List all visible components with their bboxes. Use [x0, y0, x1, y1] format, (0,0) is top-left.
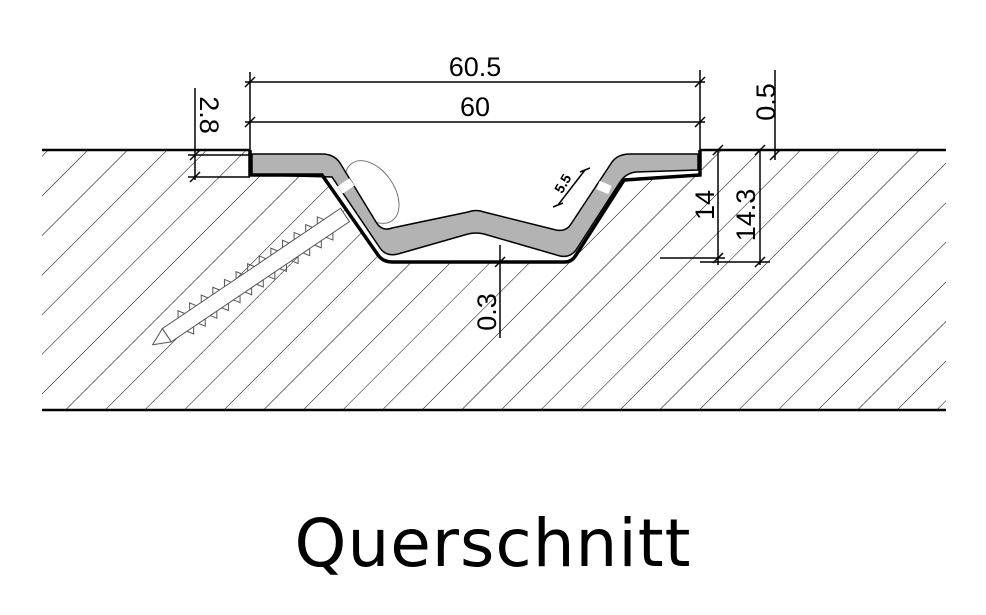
substrate-hatch [42, 148, 946, 412]
dimension-lines [188, 70, 781, 338]
drawing-title: Querschnitt [294, 505, 692, 582]
dim-top-offset: 0.5 [751, 83, 781, 121]
dim-inner-width: 60 [460, 92, 490, 122]
dim-bottom-gap: 0.3 [472, 293, 502, 331]
screw [151, 160, 400, 346]
profile-strip [251, 153, 699, 258]
dim-flange-thickness: 2.8 [194, 96, 224, 134]
dim-overall-width: 60.5 [449, 52, 502, 82]
dim-depth-inner: 14 [690, 190, 720, 220]
dim-depth-outer: 14.3 [731, 189, 761, 242]
dim-slope-width: 5.5 [551, 171, 575, 196]
